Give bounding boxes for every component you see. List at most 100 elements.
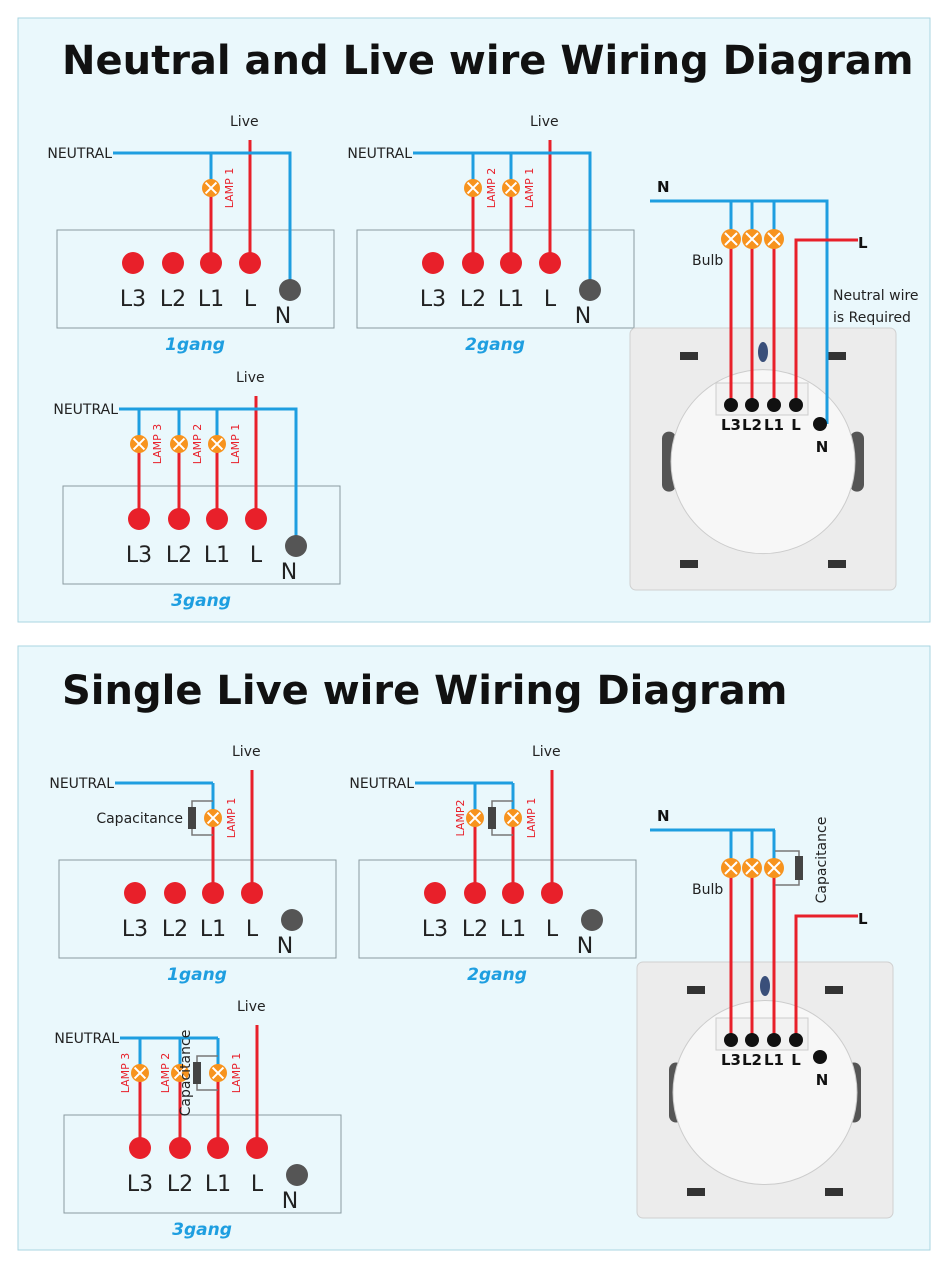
terminal-label: L3 (721, 416, 741, 434)
lamp-icon (208, 435, 226, 453)
switch-box (62, 485, 341, 585)
lamp-label: LAMP2 (454, 799, 467, 836)
neutral-note: is Required (833, 310, 911, 326)
mount-slot (680, 352, 698, 360)
lamp-label: LAMP 1 (225, 798, 238, 839)
terminal-dot (206, 508, 228, 530)
terminal-label: L2 (462, 917, 488, 942)
lamp-icon (171, 1064, 189, 1082)
lamp-cross (206, 811, 220, 825)
live-label: Live (232, 744, 261, 760)
terminal-label: L (246, 917, 259, 942)
gang-label: 3gang (172, 1220, 232, 1240)
neutral-terminal-screw (813, 1050, 827, 1064)
terminal-dot (122, 252, 144, 274)
lamp-cross (466, 181, 480, 195)
neutral-label: NEUTRAL (53, 402, 118, 418)
lamp-cross (210, 437, 224, 451)
terminal-dot (202, 882, 224, 904)
neutral-terminal-label: N (816, 1071, 829, 1089)
lamp-label: LAMP 3 (119, 1053, 132, 1094)
terminal-screw (745, 398, 759, 412)
lamp-cross (468, 811, 482, 825)
lamp-cross (724, 861, 738, 875)
lamp-label: LAMP 1 (230, 1053, 243, 1094)
terminal-screw (724, 398, 738, 412)
terminal-label: L3 (422, 917, 448, 942)
lamp-icon (764, 229, 784, 249)
terminal-label: L2 (167, 1172, 193, 1197)
terminal-label: L2 (160, 287, 186, 312)
lamp-cross (767, 861, 781, 875)
switch-box (358, 859, 637, 959)
l-label: L (858, 910, 868, 928)
neutral-label: NEUTRAL (49, 776, 114, 792)
lamp-cross (173, 1066, 187, 1080)
lamp-icon (742, 858, 762, 878)
lamp-label: LAMP 1 (525, 798, 538, 839)
terminal-dot (207, 1137, 229, 1159)
l-label: L (858, 234, 868, 252)
terminal-label: L1 (204, 543, 230, 568)
terminal-dot (164, 882, 186, 904)
terminal-label: L1 (200, 917, 226, 942)
live-wire (794, 238, 858, 405)
lamp-icon (504, 809, 522, 827)
lamp-icon (466, 809, 484, 827)
terminal-screw (745, 1033, 759, 1047)
lamp-cross (132, 437, 146, 451)
terminal-screw (789, 398, 803, 412)
n-label: N (657, 178, 670, 196)
capacitor-icon (795, 856, 803, 880)
capacitance-label: Capacitance (178, 1030, 194, 1117)
mount-slot (687, 986, 705, 994)
mount-slot (825, 1188, 843, 1196)
terminal-label: L3 (120, 287, 146, 312)
terminal-label: L (546, 917, 559, 942)
capacitor-icon (193, 1062, 201, 1084)
lamp-icon (721, 229, 741, 249)
lamp-label: LAMP 2 (191, 424, 204, 465)
live-label: Live (530, 114, 559, 130)
terminal-dot (128, 508, 150, 530)
mount-slot (687, 1188, 705, 1196)
indicator (758, 342, 768, 362)
switch-box (356, 229, 635, 329)
live-label: Live (237, 999, 266, 1015)
lamp-cross (506, 811, 520, 825)
terminal-label: L2 (166, 543, 192, 568)
n-label: N (657, 807, 670, 825)
lamp-icon (742, 229, 762, 249)
terminal-label: L2 (162, 917, 188, 942)
lamp-label: LAMP 2 (159, 1053, 172, 1094)
terminal-dot (500, 252, 522, 274)
terminal-label: L1 (764, 1051, 784, 1069)
neutral-terminal-label: N (816, 438, 829, 456)
neutral-label: NEUTRAL (349, 776, 414, 792)
terminal-label: L3 (122, 917, 148, 942)
terminal-label: L2 (460, 287, 486, 312)
terminal-screw (767, 1033, 781, 1047)
gang-label: 2gang (467, 965, 527, 985)
lamp-label: LAMP 1 (229, 424, 242, 465)
lamp-cross (172, 437, 186, 451)
gang-label: 1gang (167, 965, 227, 985)
terminal-label: L2 (742, 1051, 762, 1069)
neutral-terminal-screw (813, 417, 827, 431)
terminal-dot (422, 252, 444, 274)
lamp-icon (130, 435, 148, 453)
neutral-label: NEUTRAL (47, 146, 112, 162)
terminal-dot (124, 882, 146, 904)
terminal-dot (464, 882, 486, 904)
capacitor-icon (488, 807, 496, 829)
capacitance-label: Capacitance (814, 817, 830, 904)
neutral-terminal-dot (286, 1164, 308, 1186)
lamp-icon (204, 809, 222, 827)
terminal-screw (767, 398, 781, 412)
terminal-dot (246, 1137, 268, 1159)
neutral-terminal-label: N (577, 934, 593, 959)
neutral-terminal-dot (581, 909, 603, 931)
lamp-icon (721, 858, 741, 878)
neutral-terminal-dot (279, 279, 301, 301)
